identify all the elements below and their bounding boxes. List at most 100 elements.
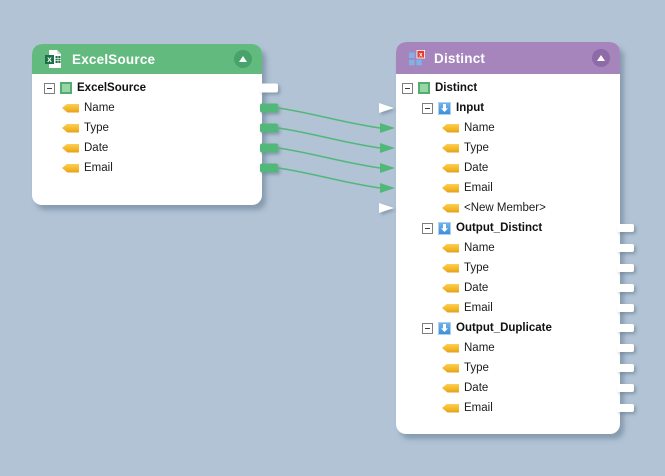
distinct-grid-icon: x [408, 50, 425, 66]
output-port-stub[interactable] [617, 404, 634, 412]
column-icon [442, 163, 459, 173]
tree-item-column[interactable]: Name [34, 98, 260, 118]
column-icon [442, 203, 459, 213]
component-icon [60, 82, 72, 94]
tree-item-column[interactable]: Name [398, 238, 618, 258]
tree-item-label: Email [464, 402, 493, 414]
input-port-arrow[interactable] [379, 103, 394, 113]
tree-item-label: Email [464, 302, 493, 314]
output-port-stub[interactable] [617, 384, 634, 392]
tree-item-column[interactable]: <New Member> [398, 198, 618, 218]
connection-arrowhead[interactable] [380, 123, 395, 133]
connection-wire[interactable] [277, 107, 381, 129]
tree-expander-icon[interactable] [402, 82, 413, 94]
port-icon [438, 101, 451, 115]
tree-item-label: Name [464, 242, 495, 254]
tree-item-label: Email [84, 162, 113, 174]
tree-item-column[interactable]: Date [398, 278, 618, 298]
column-icon [442, 243, 459, 253]
tree-item-column[interactable]: Type [398, 358, 618, 378]
excel-root-port-stub[interactable] [260, 83, 278, 93]
connection-arrowhead[interactable] [380, 183, 395, 193]
tree-item-distinct-root[interactable]: Distinct [398, 78, 618, 98]
output-port-stub[interactable] [617, 344, 634, 352]
tree-item-column[interactable]: Date [398, 158, 618, 178]
column-icon [442, 303, 459, 313]
output-port-stub[interactable] [617, 364, 634, 372]
tree-item-label: Name [84, 102, 115, 114]
tree-item-column[interactable]: Email [398, 298, 618, 318]
tree-item-label: Date [464, 162, 489, 174]
tree-item-label: Output_Distinct [456, 222, 543, 234]
column-icon [442, 283, 459, 293]
connection-arrowhead[interactable] [380, 143, 395, 153]
connection-wire[interactable] [277, 147, 381, 169]
tree-item-label: Input [456, 102, 485, 114]
tree-item-label: Output_Duplicate [456, 322, 552, 334]
tree-expander-icon[interactable] [44, 82, 55, 94]
excel-column-port-stub[interactable] [260, 163, 278, 173]
collapse-button[interactable] [592, 49, 610, 67]
tree-item-column[interactable]: Type [34, 118, 260, 138]
column-icon [62, 163, 79, 173]
excel-source-header[interactable]: x ExcelSource [32, 44, 262, 74]
tree-item-excelsource-root[interactable]: ExcelSource [34, 78, 260, 98]
tree-item-column[interactable]: Name [398, 118, 618, 138]
tree-item-label: Date [464, 382, 489, 394]
tree-item-column[interactable]: Email [398, 398, 618, 418]
output-port-stub[interactable] [617, 264, 634, 272]
component-icon [418, 82, 430, 94]
tree-item-column[interactable]: Email [398, 178, 618, 198]
column-icon [442, 263, 459, 273]
distinct-title: Distinct [434, 50, 486, 66]
tree-item-column[interactable]: Type [398, 138, 618, 158]
output-port-stub[interactable] [617, 244, 634, 252]
tree-item-label: Email [464, 182, 493, 194]
triangle-up-icon [597, 55, 605, 61]
column-icon [442, 343, 459, 353]
excel-column-port-stub[interactable] [260, 123, 278, 133]
tree-item-label: Type [84, 122, 109, 134]
tree-item-column[interactable]: Date [34, 138, 260, 158]
tree-item-label: ExcelSource [77, 82, 147, 94]
connection-wire[interactable] [277, 127, 381, 149]
output-port-stub[interactable] [617, 284, 634, 292]
column-icon [442, 123, 459, 133]
tree-item-group[interactable]: Output_Distinct [398, 218, 618, 238]
tree-item-column[interactable]: Date [398, 378, 618, 398]
distinct-header[interactable]: x Distinct [396, 42, 620, 74]
tree-item-group[interactable]: Input [398, 98, 618, 118]
output-port-stub[interactable] [617, 304, 634, 312]
column-icon [442, 183, 459, 193]
excel-column-port-stub[interactable] [260, 143, 278, 153]
excel-source-title: ExcelSource [72, 51, 156, 67]
column-icon [442, 383, 459, 393]
excel-column-port-stub[interactable] [260, 103, 278, 113]
connection-wire[interactable] [277, 167, 381, 189]
tree-expander-icon[interactable] [422, 102, 433, 114]
tree-item-column[interactable]: Type [398, 258, 618, 278]
input-port-arrow[interactable] [379, 203, 394, 213]
port-icon [438, 321, 451, 335]
tree-expander-icon[interactable] [422, 222, 433, 234]
output-port-stub[interactable] [617, 224, 634, 232]
port-icon [438, 221, 451, 235]
column-icon [62, 143, 79, 153]
tree-item-group[interactable]: Output_Duplicate [398, 318, 618, 338]
tree-item-column[interactable]: Name [398, 338, 618, 358]
tree-expander-icon[interactable] [422, 322, 433, 334]
triangle-up-icon [239, 56, 247, 62]
svg-text:x: x [419, 51, 423, 58]
output-port-stub[interactable] [617, 324, 634, 332]
column-icon [62, 123, 79, 133]
column-icon [442, 143, 459, 153]
collapse-button[interactable] [234, 50, 252, 68]
tree-item-column[interactable]: Email [34, 158, 260, 178]
tree-item-label: Type [464, 262, 489, 274]
tree-item-label: Date [464, 282, 489, 294]
connection-arrowhead[interactable] [380, 163, 395, 173]
